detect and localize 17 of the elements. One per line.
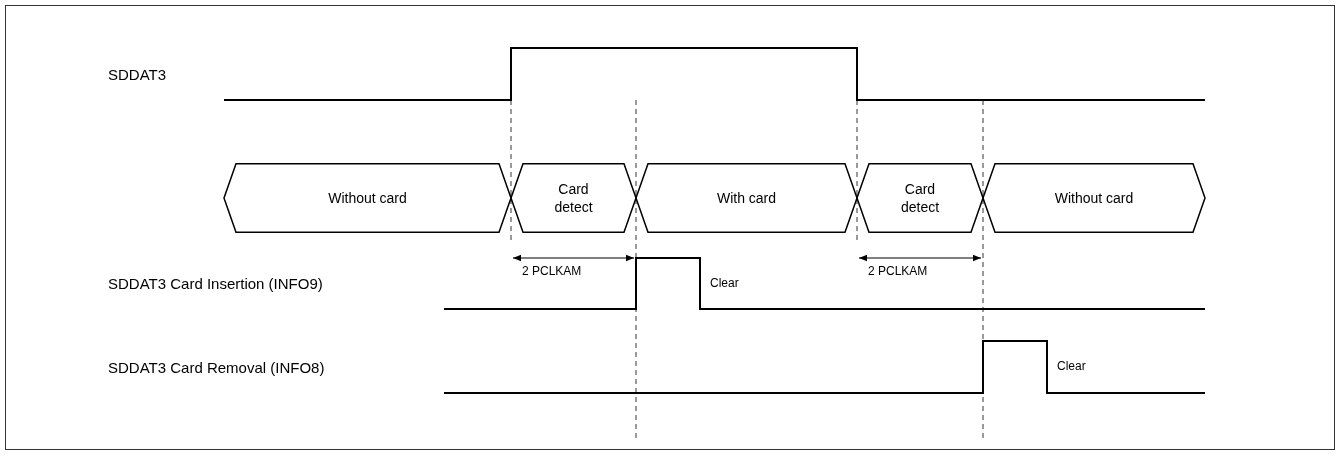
bus-state-hexagon	[636, 163, 857, 233]
signal-name: SDDAT3	[108, 66, 167, 83]
bus-state-hexagon	[511, 163, 636, 233]
signal-name: SDDAT3 Card Insertion (INFO9)	[108, 275, 323, 292]
state-text: Card detect	[899, 180, 941, 216]
bus-state-hexagon	[224, 163, 511, 233]
state-text: With card	[716, 189, 777, 207]
note-text: Clear	[710, 276, 739, 290]
signal-name: SDDAT3 Card Removal (INFO8)	[108, 359, 325, 376]
note-text: Clear	[1057, 359, 1086, 373]
bus-state-hexagon	[983, 163, 1205, 233]
bus-state-hexagon	[857, 163, 983, 233]
state-text: Without card	[328, 189, 407, 207]
state-text: Without card	[1054, 189, 1134, 207]
dimension-label: 2 PCLKAM	[522, 264, 582, 278]
dimension-label: 2 PCLKAM	[868, 264, 928, 278]
state-text: Card detect	[553, 180, 594, 216]
